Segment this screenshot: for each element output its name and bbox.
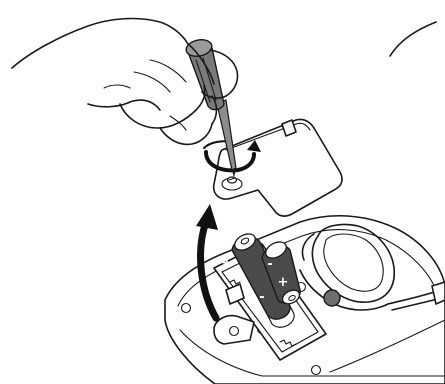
battery-right-negative-mark: - — [267, 257, 272, 272]
battery-left-positive-mark: + — [222, 256, 233, 271]
door-screw — [228, 177, 237, 183]
device-button — [324, 290, 340, 306]
battery-right-positive-mark: + — [278, 275, 289, 290]
